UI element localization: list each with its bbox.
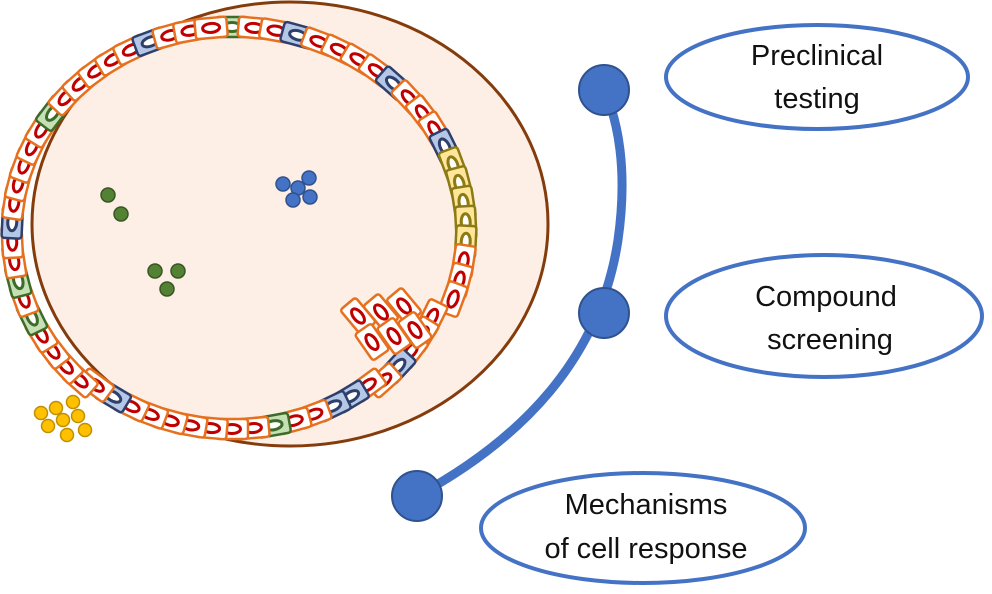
timeline-arc: [412, 85, 627, 501]
yellow-particle: [33, 405, 49, 421]
epithelial-cell: [397, 311, 433, 349]
yellow-particle: [55, 412, 71, 428]
timeline-node-mechanisms: [391, 470, 443, 522]
green-particle: [159, 281, 175, 297]
blue-particle: [301, 170, 317, 186]
green-particle: [100, 187, 116, 203]
preclinical-label-line2: testing: [774, 83, 859, 115]
yellow-particle: [77, 422, 93, 438]
preclinical-label-line1: Preclinical: [751, 40, 883, 72]
mechanisms-of-cell-response-ellipse: [479, 471, 807, 585]
blue-particle: [302, 189, 318, 205]
compound-screening-ellipse: [664, 253, 984, 379]
yellow-particle: [65, 394, 81, 410]
epithelial-cell-layer: [0, 15, 478, 441]
timeline-node-compound: [578, 287, 630, 339]
epithelial-cell: [354, 323, 390, 361]
green-particle: [147, 263, 163, 279]
compound-label-line1: Compound: [755, 281, 897, 313]
blue-particle: [285, 192, 301, 208]
green-particle: [170, 263, 186, 279]
mechanisms-label-line1: Mechanisms: [565, 489, 728, 521]
mechanisms-label-line2: of cell response: [544, 533, 747, 565]
yellow-particle: [70, 408, 86, 424]
preclinical-testing-ellipse: [664, 23, 970, 131]
epithelial-cell: [193, 15, 229, 41]
yellow-particle: [59, 427, 75, 443]
timeline-node-preclinical: [578, 64, 630, 116]
particle-group: [33, 170, 318, 443]
yellow-particle: [40, 418, 56, 434]
blue-particle: [275, 176, 291, 192]
green-particle: [113, 206, 129, 222]
yellow-particle: [48, 400, 64, 416]
compound-label-line2: screening: [767, 324, 893, 356]
